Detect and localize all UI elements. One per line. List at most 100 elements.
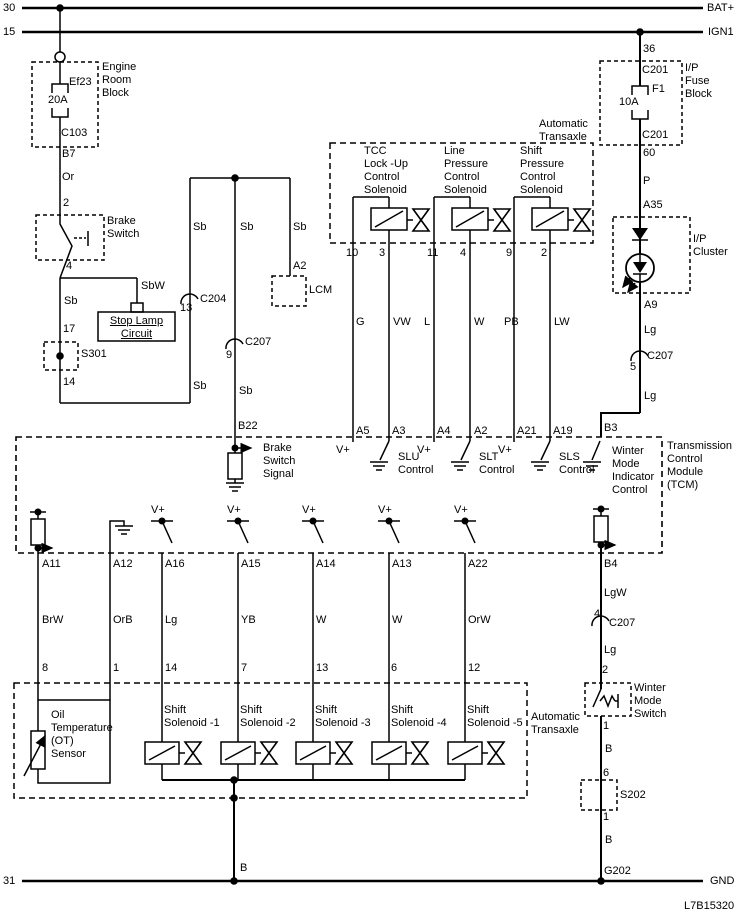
brake-signal-resistor-icon <box>226 437 253 492</box>
slu-driver-icon <box>370 440 390 471</box>
engine-room-block-label: Engine Room Block <box>102 61 137 99</box>
pin-14-label: 14 <box>165 662 178 674</box>
pin-a19-label: A19 <box>553 425 573 437</box>
c207-pin-label: 9 <box>226 349 233 361</box>
wire-l-label: L <box>424 316 431 328</box>
winter-mode-switch-box <box>584 682 632 717</box>
pin-a5-label: A5 <box>356 425 370 437</box>
connector-c207-label: C207 <box>245 336 272 348</box>
wire-lgw-label: LgW <box>604 587 627 599</box>
brake-switch-signal-label: Brake Switch Signal <box>263 442 296 480</box>
wire-sb-label: Sb <box>293 221 307 233</box>
tcc-solenoid-icon <box>352 196 431 442</box>
slt-control-label: SLT Control <box>479 451 515 476</box>
winter-mode-switch-label: Winter Mode Switch <box>634 682 667 720</box>
line-pressure-solenoid-label: Line Pressure Control Solenoid <box>444 145 489 196</box>
pin-12-label: 12 <box>468 662 481 674</box>
bat-rail-label: BAT+ <box>707 2 735 14</box>
valve-icon <box>411 208 431 232</box>
sb-distribution <box>60 174 307 437</box>
pin-17-label: 17 <box>63 323 76 335</box>
shift-solenoid-icons <box>144 741 506 780</box>
wire-pb-label: PB <box>504 316 519 328</box>
ip-fuse-block <box>599 32 683 217</box>
tcm-output-wires <box>37 548 466 742</box>
pin-3-label: 3 <box>379 247 386 259</box>
pin-2-label: 2 <box>541 247 548 259</box>
vplus-label: V+ <box>417 444 431 456</box>
splice-s301 <box>43 341 79 371</box>
pin-9-label: 9 <box>506 247 513 259</box>
splice-s202-label: S202 <box>620 789 646 801</box>
pin-11-label: 11 <box>427 247 439 259</box>
splice-s301-label: S301 <box>81 348 107 360</box>
wire-sbw-label: SbW <box>141 280 165 292</box>
ip-cluster <box>600 216 691 437</box>
pin-a9-label: A9 <box>644 299 658 311</box>
winter-mode-switch-icon <box>592 688 619 709</box>
connector-c207-icon <box>630 350 649 362</box>
connector-c201-label: C201 <box>642 129 669 141</box>
pin-b3-label: B3 <box>604 422 618 434</box>
connector-c207-label: C207 <box>609 617 636 629</box>
pin-a13-label: A13 <box>392 558 412 570</box>
wire-lg-label: Lg <box>165 614 178 626</box>
pin-13-label: 13 <box>316 662 329 674</box>
vplus-label: V+ <box>302 504 316 516</box>
ground-icon <box>115 525 133 535</box>
brake-switch-label: Brake Switch <box>107 215 140 240</box>
pin-a14-label: A14 <box>316 558 336 570</box>
wire-b-label: B <box>240 862 248 874</box>
pin-a22-label: A22 <box>468 558 488 570</box>
winter-mode-branch <box>580 545 632 881</box>
brake-switch <box>35 214 105 403</box>
tcm-label: Transmission Control Module (TCM) <box>667 440 732 491</box>
wire-lg-label: Lg <box>644 324 657 336</box>
vplus-label: V+ <box>336 444 350 456</box>
pin-7-label: 7 <box>241 662 248 674</box>
connector-c204-label: C204 <box>200 293 227 305</box>
wire-sb-label: Sb <box>240 221 254 233</box>
rail-31-label: 31 <box>3 875 16 887</box>
sls-driver-icon <box>531 440 551 471</box>
shift-pressure-solenoid-label: Shift Pressure Control Solenoid <box>520 145 565 196</box>
c207-pin-label: 5 <box>630 361 637 373</box>
pin-8-label: 8 <box>42 662 49 674</box>
wire-orb-label: OrB <box>113 614 133 626</box>
pin-b22-label: B22 <box>238 420 258 432</box>
wire-g-label: G <box>356 316 365 328</box>
pin-a35-label: A35 <box>643 199 663 211</box>
valve-icon <box>572 208 592 232</box>
pin-1-label: 1 <box>603 811 610 823</box>
diode-icon <box>632 228 648 241</box>
connector-c201-label: C201 <box>642 64 669 76</box>
b4-resistor-icon <box>593 505 617 551</box>
wire-lg-label: Lg <box>604 644 617 656</box>
wire-lg-label: Lg <box>644 390 657 402</box>
solenoid-driver-switch-icons <box>151 517 476 544</box>
pin-a16-label: A16 <box>165 558 185 570</box>
shift-solenoid-3-label: Shift Solenoid -3 <box>315 704 371 729</box>
power-rails <box>22 4 703 885</box>
wire-w-label: W <box>474 316 485 328</box>
winter-mode-indicator-label: Winter Mode Indicator Control <box>612 445 655 496</box>
automatic-transaxle-top-label: Automatic Transaxle <box>539 118 588 143</box>
wire-orw-label: OrW <box>468 614 491 626</box>
pin-a12-label: A12 <box>113 558 133 570</box>
a12-ground-icon <box>109 520 133 553</box>
ground-icon <box>370 461 388 471</box>
c204-pin-label: 13 <box>180 302 193 314</box>
line-pressure-solenoid-icon <box>433 196 512 442</box>
ground-icon <box>226 482 244 492</box>
fuse-ef23-icon <box>51 62 69 118</box>
automatic-transaxle-bottom <box>13 682 528 881</box>
fuse-20a-label: 20A <box>48 94 68 106</box>
vplus-label: V+ <box>498 444 512 456</box>
pin-1-label: 1 <box>603 720 610 732</box>
ip-cluster-label: I/P Cluster <box>693 233 728 258</box>
pin-36-label: 36 <box>643 43 656 55</box>
tcc-solenoid-label: TCC Lock -Up Control Solenoid <box>364 145 409 196</box>
pin-a2-label: A2 <box>474 425 488 437</box>
